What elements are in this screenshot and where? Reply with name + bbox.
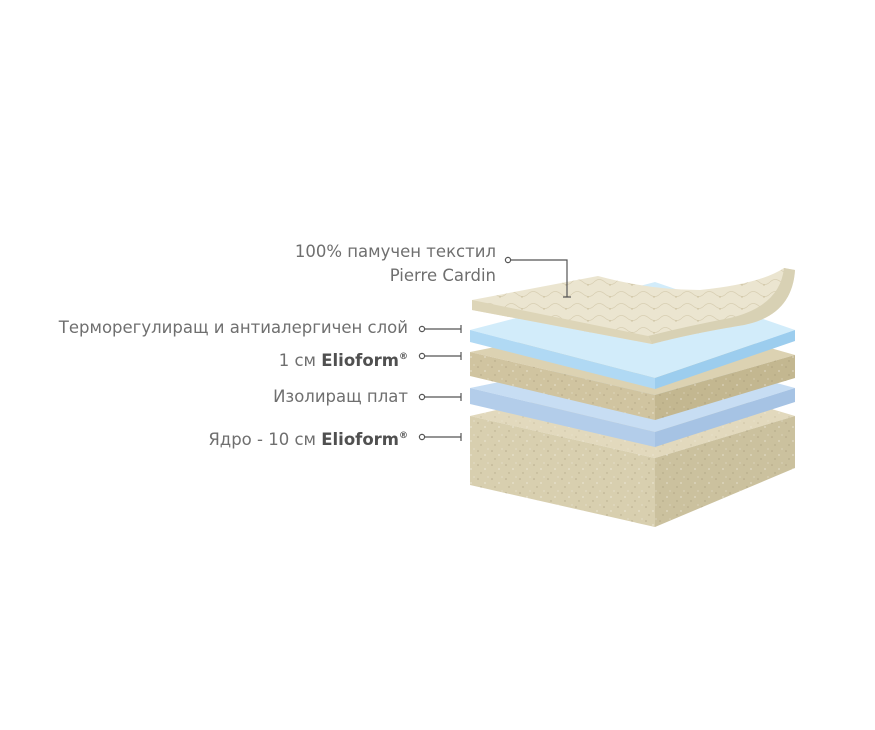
label-insulation-layer: Изолиращ плат [273,387,408,406]
label-thermo-layer: Терморегулиращ и антиалергичен слой [58,318,408,337]
label-cotton-line1: 100% памучен текстил [294,242,496,261]
label-core-prefix: Ядро - 10 см [208,430,316,449]
label-cotton-textile: 100% памучен текстил Pierre Cardin [295,242,496,286]
label-foam-prefix: 1 см [278,351,316,370]
leader-line-core [418,433,462,441]
label-core-mark: ® [399,431,408,441]
leader-lines [418,256,571,441]
label-foam-brand: Elioform [321,351,399,370]
label-foam-layer: 1 см Elioform® [279,347,408,371]
label-core-brand: Elioform [321,430,399,449]
label-cotton-line2: Pierre Cardin [389,266,496,285]
leader-line-foam [418,352,462,360]
leader-line-thermo [418,325,462,333]
leader-line-cotton [504,256,571,298]
leader-line-insulation [418,393,462,401]
cotton-cover-layer [472,268,795,344]
label-foam-mark: ® [399,352,408,362]
label-core-layer: Ядро - 10 см Elioform® [208,426,408,450]
